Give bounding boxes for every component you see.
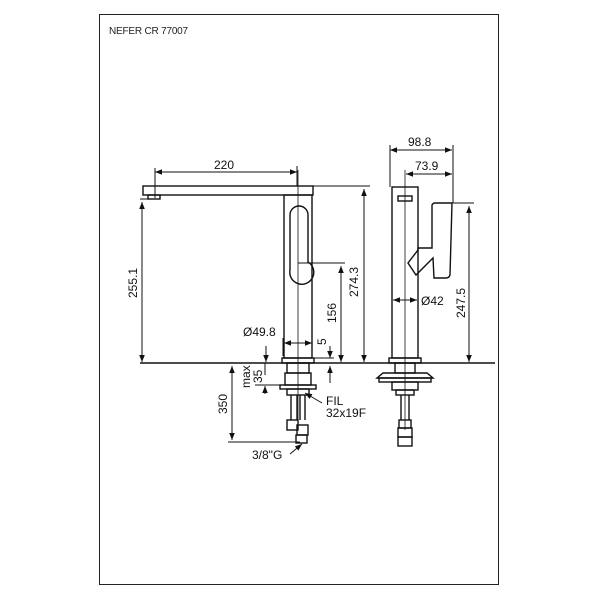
dim-handle-top-height: 247.5 [454, 288, 468, 318]
dim-thread-label: FIL [326, 394, 344, 408]
side-view [375, 170, 453, 447]
front-dimension-lines [139, 166, 370, 455]
dim-side-body-diameter: Ø42 [421, 294, 444, 308]
dim-spout-reach: 220 [214, 158, 234, 172]
dim-max-value: 35 [251, 369, 265, 383]
dim-overall-depth: 98.8 [408, 135, 432, 149]
side-dimension-lines [389, 145, 474, 362]
dim-total-height: 274.3 [347, 267, 361, 297]
dim-thread-value: 32x19F [326, 406, 366, 420]
model-title: NEFER CR 77007 [109, 26, 188, 37]
dim-handle-height: 156 [325, 303, 339, 323]
dim-handle-depth: 73.9 [415, 159, 439, 173]
dim-hose-length: 350 [216, 394, 230, 414]
dim-spout-height: 255.1 [126, 268, 140, 298]
dim-body-diameter: Ø49.8 [243, 325, 276, 339]
dim-connection: 3/8"G [252, 448, 282, 462]
dim-base-thickness: 5 [315, 338, 329, 345]
dim-max-label: max [239, 365, 253, 388]
drawing-frame [99, 14, 499, 585]
